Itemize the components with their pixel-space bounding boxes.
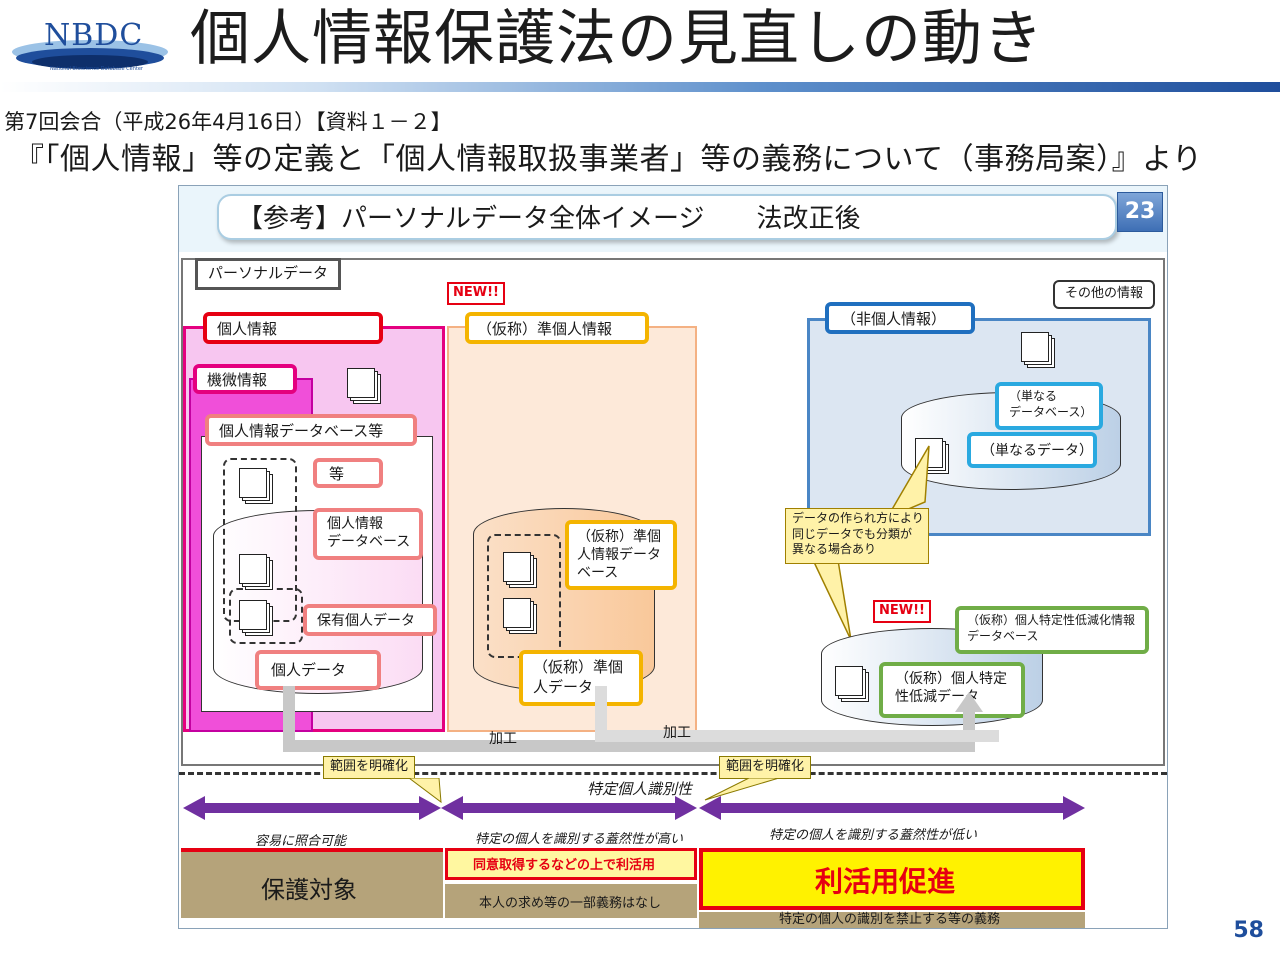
process-label-2: 加工 — [663, 725, 691, 741]
document-icon — [239, 554, 267, 584]
callout-pointers — [811, 445, 930, 641]
other-info-label: その他の情報 — [1053, 280, 1156, 309]
easy-match-label: 容易に照合可能 — [255, 834, 347, 849]
reduced-db-label: （仮称）個人特定性低減化情報 データベース — [955, 606, 1149, 654]
logo-subtext: National Bioscience Database Center — [50, 66, 143, 72]
personal-info-label: 個人情報 — [203, 312, 383, 344]
protected-box — [181, 848, 443, 918]
identifiability-label: 特定個人識別性 — [587, 780, 693, 798]
etc-label: 等 — [313, 458, 383, 488]
clarify-label-1: 範囲を明確化 — [323, 756, 416, 779]
quasi-info-label: （仮称）準個人情報 — [465, 312, 649, 344]
logo-text: NBDC — [44, 18, 144, 53]
retained-data-label: 保有個人データ — [303, 604, 437, 636]
promote-box — [699, 848, 1085, 910]
callout-text: データの作られ方により 同じデータでも分類が 異なる場合あり — [785, 508, 929, 564]
process-label-1: 加工 — [489, 731, 517, 747]
consent-box — [445, 848, 697, 880]
identifiability-arrows — [183, 796, 1085, 820]
sensitive-info-label: 機微情報 — [193, 364, 297, 394]
db-etc-label: 個人情報データベース等 — [205, 414, 417, 446]
dashed-box-2 — [229, 588, 303, 644]
no-obligation-label: 本人の求め等の一部義務はなし — [479, 896, 662, 911]
personal-data-label: パーソナルデータ — [195, 258, 342, 290]
page-title: 個人情報保護法の見直しの動き — [190, 4, 1044, 74]
high-probability-label: 特定の個人を識別する蓋然性が高い — [475, 832, 684, 847]
document-icon — [835, 666, 863, 696]
simple-data-label: （単なるデータ） — [967, 432, 1097, 468]
source-line-1: 第7回会合（平成26年4月16日）【資料１－２】 — [4, 110, 452, 134]
title-rule — [0, 82, 1280, 92]
document-icon — [503, 598, 531, 628]
personal-data-frame — [181, 258, 1165, 766]
source-line-2: 『「個人情報」等の定義と「個人情報取扱事業者」等の義務について（事務局案）』より — [14, 142, 1203, 177]
promote-label: 利活用促進 — [815, 865, 956, 898]
slide-number: 23 — [1117, 192, 1163, 232]
simple-db-label: （単なる データベース） — [995, 382, 1103, 430]
prohibit-label: 特定の個人の識別を禁止する等の義務 — [779, 912, 1001, 927]
nbdc-logo: NBDC National Bioscience Database Center — [10, 18, 170, 78]
reduced-data-label: （仮称）個人特定 性低減データ — [879, 662, 1025, 718]
dashed-divider — [179, 772, 1167, 775]
personal-db-label: 個人情報 データベース — [313, 508, 423, 560]
prohibit-box — [699, 912, 1085, 928]
document-icon — [239, 600, 267, 630]
new-badge: NEW!! — [873, 600, 931, 623]
protected-label: 保護対象 — [261, 876, 357, 904]
new-badge: NEW!! — [447, 282, 505, 305]
slide-body: パーソナルデータ 個人情報 機微情報 個人情報データベース等 等 個人情報 デー… — [179, 252, 1167, 928]
consent-label: 同意取得するなどの上で利活用 — [473, 858, 656, 873]
page-number: 58 — [1233, 918, 1264, 943]
document-icon — [239, 468, 267, 498]
process-arrows — [283, 686, 999, 752]
non-personal-label: （非個人情報） — [825, 302, 975, 334]
no-obligation-box — [445, 884, 697, 918]
quasi-data-label: （仮称）準個 人データ — [519, 650, 643, 706]
low-probability-label: 特定の個人を識別する蓋然性が低い — [769, 828, 978, 843]
slide-title: 【参考】パーソナルデータ全体イメージ 法改正後 — [217, 194, 1117, 240]
quasi-db-label: （仮称）準個 人情報データ ベース — [565, 520, 677, 590]
clarify-label-2: 範囲を明確化 — [719, 756, 812, 779]
document-icon — [347, 368, 375, 398]
slide-figure: 【参考】パーソナルデータ全体イメージ 法改正後 23 パーソナルデータ 個人情報… — [178, 185, 1168, 929]
clarify-pointers — [408, 778, 780, 804]
personal-data-item-label: 個人データ — [255, 650, 381, 690]
document-icon — [503, 552, 531, 582]
document-icon — [1021, 332, 1049, 362]
